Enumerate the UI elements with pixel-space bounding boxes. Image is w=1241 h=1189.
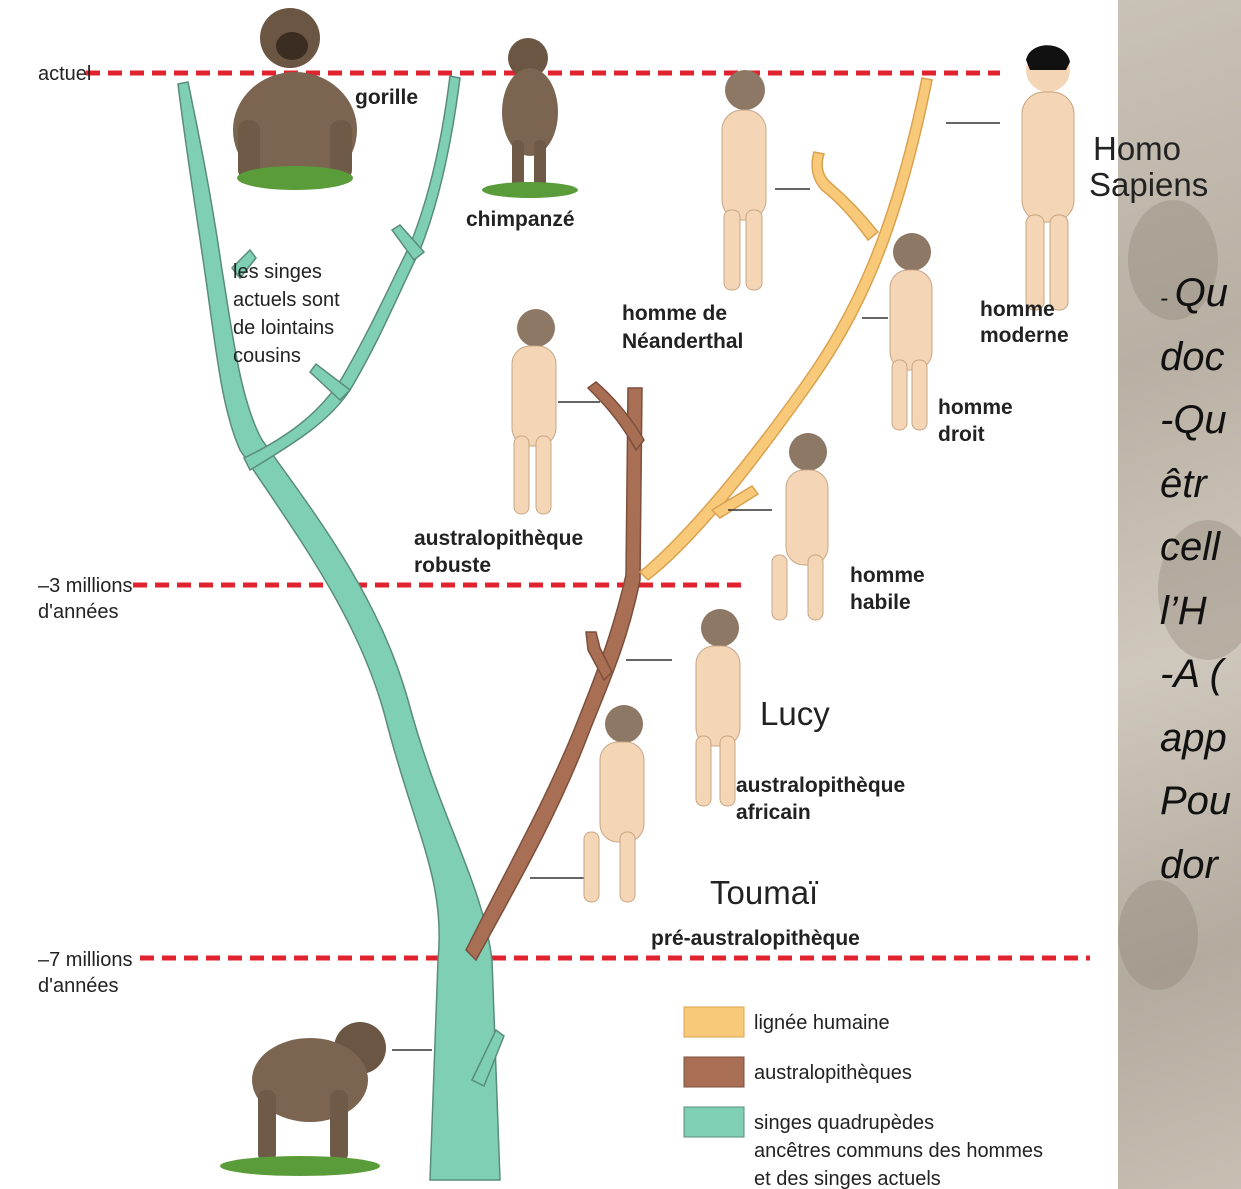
- homo-sapiens-label-line2: Sapiens: [1089, 166, 1208, 203]
- question-line-9: Pou: [1160, 770, 1241, 834]
- question-line-5: cell: [1160, 516, 1241, 580]
- question-line-8: app: [1160, 707, 1241, 771]
- homo-sapiens-label-line1: Homo: [1093, 130, 1181, 167]
- question-line-10: dor: [1160, 834, 1241, 898]
- question-line-3: -Qu: [1160, 389, 1241, 453]
- question-line-2: doc: [1160, 326, 1241, 390]
- question-line-4: êtr: [1160, 453, 1241, 517]
- question-line-7: -A (: [1160, 643, 1241, 707]
- side-question-text: - Qu doc -Qu êtr cell l’H -A ( app Pou d…: [1160, 262, 1241, 897]
- question-line-6: l’H: [1160, 580, 1241, 644]
- question-line-1: - Qu: [1160, 262, 1241, 326]
